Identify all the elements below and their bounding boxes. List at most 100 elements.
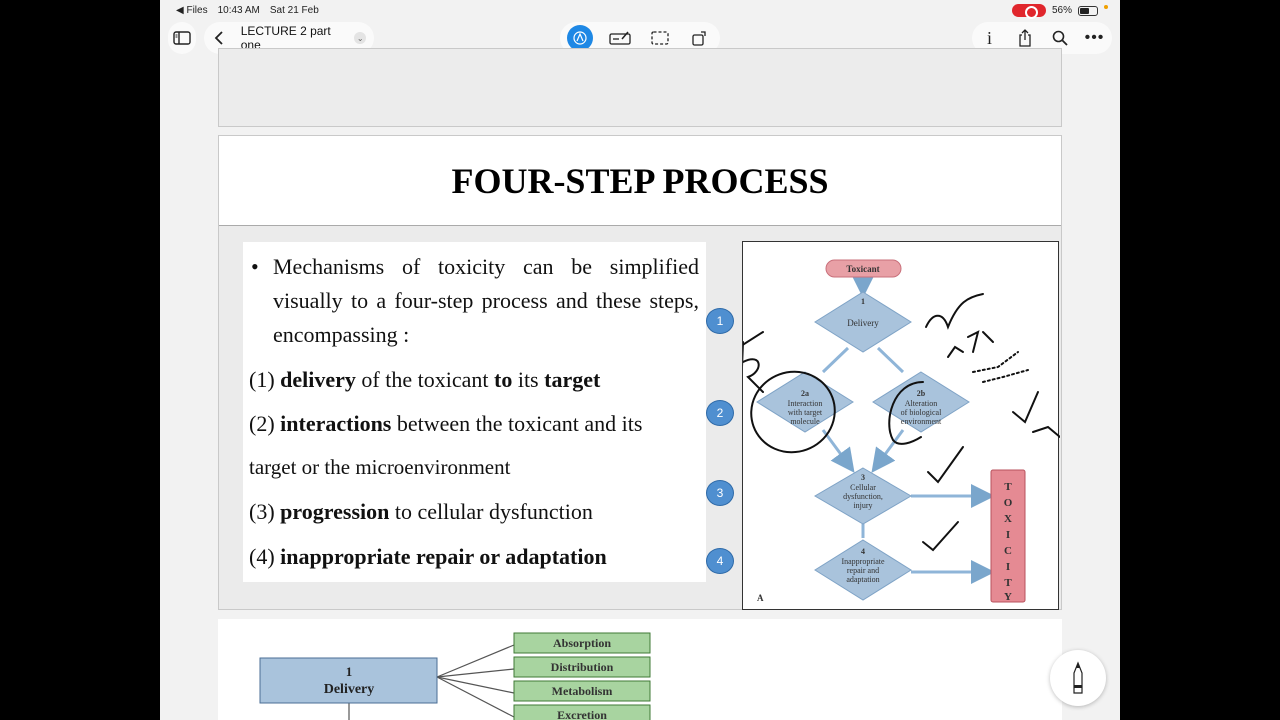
step-marker-3: 3 bbox=[706, 480, 734, 506]
apple-pencil-tool-button[interactable] bbox=[1050, 650, 1106, 706]
more-button[interactable]: ••• bbox=[1079, 22, 1111, 54]
sidebar-icon bbox=[168, 22, 196, 54]
toxicity-flow-diagram: Toxicant 1 Delivery 2a Interaction with … bbox=[742, 241, 1060, 610]
flow-connectors bbox=[821, 274, 995, 584]
share-icon bbox=[1018, 29, 1031, 47]
step-1-mid2: its bbox=[512, 367, 545, 392]
toxicity-letter: C bbox=[1004, 545, 1012, 557]
repair-line3: adaptation bbox=[846, 575, 879, 584]
interaction-line2: with target bbox=[788, 408, 823, 417]
flow-diagram-svg: Toxicant 1 Delivery 2a Interaction with … bbox=[743, 259, 1060, 603]
previous-slide bbox=[218, 48, 1062, 127]
step-2-mid: between the toxicant and its bbox=[391, 411, 643, 436]
toxicity-letter: Y bbox=[1004, 591, 1012, 603]
document-title-menu[interactable]: LECTURE 2 part one ⌄ bbox=[241, 24, 366, 52]
slide-title-band: FOUR-STEP PROCESS bbox=[219, 136, 1061, 226]
interaction-line1: Interaction bbox=[788, 399, 823, 408]
delivery-number: 1 bbox=[861, 297, 865, 306]
battery-icon bbox=[1078, 5, 1098, 16]
intro-bullet: Mechanisms of toxicity can be simplified… bbox=[249, 250, 699, 352]
ink-check-4 bbox=[922, 521, 959, 552]
branch-lines bbox=[348, 644, 515, 720]
delivery-box-number: 1 bbox=[346, 664, 353, 679]
info-button[interactable]: i bbox=[974, 22, 1006, 54]
alteration-diamond bbox=[872, 371, 970, 433]
mic-indicator-icon bbox=[1104, 4, 1108, 9]
step-2-continued: target or the microenvironment bbox=[249, 455, 511, 479]
toxicity-bar bbox=[990, 469, 1026, 603]
pen-tip-icon bbox=[567, 25, 593, 51]
delivery-label: Delivery bbox=[847, 318, 879, 328]
delivery-box bbox=[259, 657, 438, 704]
toxicity-letter: X bbox=[1004, 513, 1012, 525]
toxicity-letter: T bbox=[1004, 577, 1012, 589]
back-to-files-link[interactable]: ◀ Files bbox=[176, 5, 208, 16]
ellipsis-icon: ••• bbox=[1084, 29, 1105, 46]
excretion-box bbox=[513, 704, 651, 720]
step-1-bold-target: target bbox=[544, 367, 601, 392]
slide-text-box: Mechanisms of toxicity can be simplified… bbox=[243, 242, 706, 582]
interaction-diamond bbox=[756, 371, 854, 433]
toxicant-node bbox=[825, 259, 902, 278]
delivery-box-label: Delivery bbox=[324, 682, 375, 697]
metabolism-label: Metabolism bbox=[552, 684, 613, 698]
repair-line1: Inappropriate bbox=[841, 557, 885, 566]
search-icon bbox=[1052, 30, 1068, 46]
alteration-line3: environment bbox=[901, 417, 942, 426]
interaction-line3: molecule bbox=[790, 417, 820, 426]
toxicity-letter: O bbox=[1004, 497, 1013, 509]
cellular-line3: injury bbox=[853, 501, 872, 510]
text-edit-icon bbox=[609, 31, 631, 45]
chevron-down-icon: ⌄ bbox=[354, 32, 366, 44]
step-1-text: (1) delivery of the toxicant to its targ… bbox=[249, 367, 600, 393]
delivery-diamond bbox=[814, 291, 912, 353]
step-2-prefix: (2) bbox=[249, 411, 281, 436]
step-3-mid: to cellular dysfunction bbox=[389, 499, 593, 524]
share-button[interactable] bbox=[1009, 22, 1041, 54]
alteration-line2: of biological bbox=[901, 408, 942, 417]
metabolism-box bbox=[513, 680, 651, 702]
panel-label: A bbox=[757, 593, 764, 603]
rotate-icon bbox=[692, 31, 706, 46]
screen-recording-icon[interactable] bbox=[1011, 4, 1046, 19]
next-slide: 1 Delivery Absorption Distribution Metab… bbox=[218, 619, 1062, 720]
status-time: 10:43 AM bbox=[217, 5, 260, 16]
pencil-icon bbox=[1073, 661, 1083, 694]
interaction-number: 2a bbox=[801, 389, 809, 398]
toxicity-letters: T O X I C I T Y bbox=[1004, 481, 1013, 603]
back-button[interactable] bbox=[204, 22, 235, 54]
ink-letter-r bbox=[743, 341, 764, 393]
step-1-bold-to: to bbox=[494, 367, 513, 392]
step-4-text: (4) inappropriate repair or adaptation bbox=[249, 544, 607, 570]
step-1-bold-delivery: delivery bbox=[280, 367, 356, 392]
selection-tool[interactable] bbox=[643, 22, 677, 54]
delivery-branches-diagram: 1 Delivery Absorption Distribution Metab… bbox=[259, 632, 651, 720]
step-3-bold: progression bbox=[280, 499, 390, 524]
step-4-bold: inappropriate repair or adaptation bbox=[280, 544, 607, 569]
ink-ae-mark bbox=[1012, 391, 1060, 438]
toxicity-letter: T bbox=[1004, 481, 1012, 493]
slide-four-step-process: FOUR-STEP PROCESS Mechanisms of toxicity… bbox=[218, 135, 1062, 610]
ink-check-top bbox=[925, 293, 984, 330]
ink-arc-right bbox=[888, 381, 924, 445]
markup-pen-tool[interactable] bbox=[563, 22, 597, 54]
step-2-bold: interactions bbox=[280, 411, 392, 436]
text-edit-tool[interactable] bbox=[603, 22, 637, 54]
sidebar-toggle-button[interactable] bbox=[168, 22, 196, 54]
battery-percent: 56% bbox=[1051, 5, 1072, 16]
toxicity-letter: I bbox=[1006, 561, 1010, 573]
absorption-box bbox=[513, 632, 651, 654]
step-4-prefix: (4) bbox=[249, 544, 281, 569]
rotate-page-tool[interactable] bbox=[683, 22, 717, 54]
info-icon: i bbox=[986, 27, 992, 48]
cellular-line1: Cellular bbox=[850, 483, 876, 492]
absorption-label: Absorption bbox=[553, 636, 611, 650]
search-button[interactable] bbox=[1044, 22, 1076, 54]
step-3-prefix: (3) bbox=[249, 499, 281, 524]
dashed-rect-icon bbox=[651, 31, 669, 45]
slide-title: FOUR-STEP PROCESS bbox=[451, 160, 829, 201]
step-marker-1: 1 bbox=[706, 308, 734, 334]
step-2-text: (2) interactions between the toxicant an… bbox=[249, 411, 642, 437]
repair-number: 4 bbox=[861, 547, 865, 556]
step-marker-4: 4 bbox=[706, 548, 734, 574]
